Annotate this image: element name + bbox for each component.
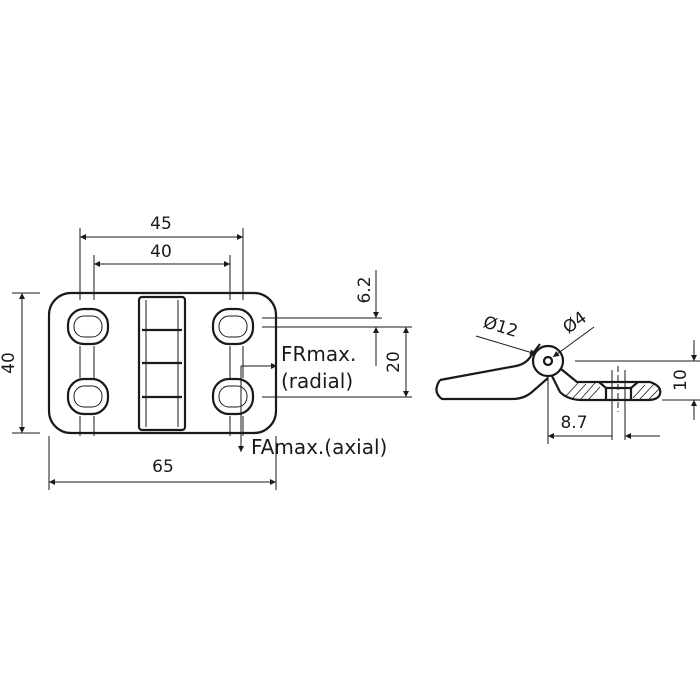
dimension-height-label: 40 [0,352,19,374]
dimension-hole-spacing: 20 [384,327,409,397]
side-leaf-left [435,343,549,401]
mounting-hole-bottom-right [211,377,255,416]
dimension-pin-outer-label: Ø12 [481,313,520,342]
mounting-hole-bottom-left [66,377,110,416]
mounting-hole-top-right [211,307,255,346]
dimension-width-inner: 40 [94,242,230,267]
side-pin-hole [542,355,554,367]
dimension-side-thickness: 10 [575,340,700,420]
dimension-width-outer: 45 [80,214,243,240]
side-pin-barrel [531,344,565,378]
front-view: 45 40 40 65 6.2 20 [0,214,412,490]
dimension-pin-inner-label: Ø4 [559,308,590,338]
dimension-side-offset-label: 8.7 [560,413,587,433]
dimension-width-inner-label: 40 [150,242,172,262]
dimension-offset-top: 6.2 [355,270,379,366]
dimension-offset-top-label: 6.2 [355,276,375,303]
dimension-pin-outer: Ø12 [475,313,537,356]
radial-force-label-line2: (radial) [281,369,353,393]
force-arrows [238,363,277,452]
dimension-hole-spacing-label: 20 [384,351,404,373]
side-leaf-hatching [565,382,660,401]
dimension-total-length: 65 [49,457,276,485]
hinge-knuckle [137,295,187,432]
dimension-side-offset: 8.7 [547,376,660,444]
extension-lines-horizontal [12,292,412,434]
extension-lines-vertical [48,228,277,490]
radial-force-label-line1: FRmax. [281,342,356,366]
dimension-height: 40 [0,293,25,433]
dimension-width-outer-label: 45 [150,214,172,234]
dimension-total-length-label: 65 [152,457,174,477]
axial-force-label: FAmax.(axial) [251,435,387,459]
mounting-hole-top-left [66,307,110,346]
side-leaf-right [551,368,662,402]
dimension-side-thickness-label: 10 [671,369,691,391]
side-view: Ø12 Ø4 10 8.7 [435,308,700,444]
